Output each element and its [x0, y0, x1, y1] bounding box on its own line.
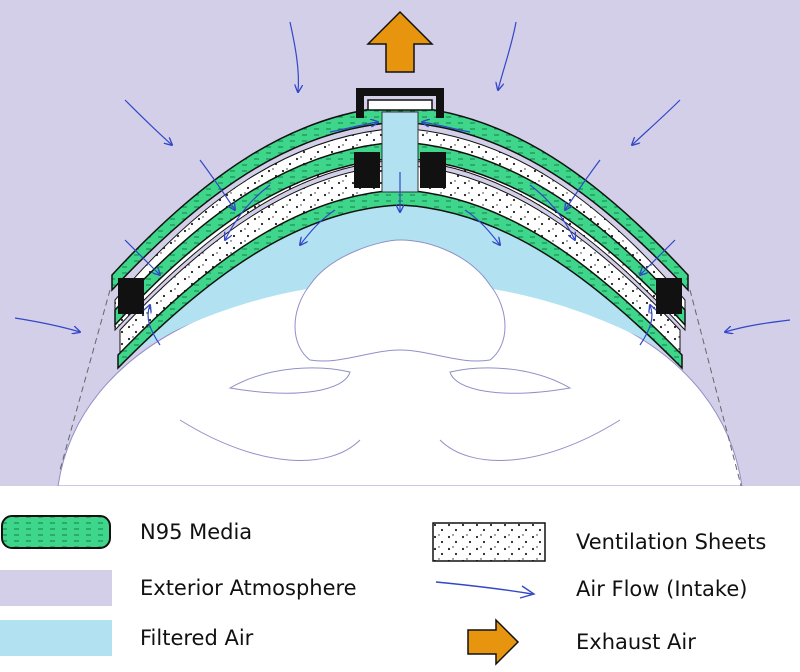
legend-item-exterior-atmosphere: Exterior Atmosphere [0, 570, 357, 606]
ventilation-sheets-swatch [432, 522, 546, 562]
intake-arrow-icon [148, 305, 161, 346]
left-spacer-block [118, 278, 144, 314]
legend-label-ventilation-sheets: Ventilation Sheets [576, 530, 767, 554]
left-cheek-line [179, 419, 361, 461]
intake-arrow-icon [225, 184, 271, 240]
intake-arrow-icon [435, 581, 533, 595]
intake-arrow-icon [565, 159, 601, 210]
intake-arrow-icon [300, 209, 336, 245]
filtered-air-swatch [0, 620, 112, 656]
air-flow-swatch [435, 581, 536, 599]
intake-arrow-icon [639, 305, 652, 346]
exhaust-air-swatch [467, 618, 520, 666]
intake-arrow-icon [289, 21, 298, 92]
right-cheek-line [439, 419, 621, 461]
mask-cross-section-diagram [0, 0, 800, 486]
exhaust-valve-flap [367, 99, 433, 111]
intake-arrow-icon [529, 184, 575, 240]
legend-label-air-flow: Air Flow (Intake) [576, 577, 748, 601]
intake-arrow-icon [124, 239, 160, 275]
intake-arrow-icon [632, 99, 681, 145]
intake-arrow-icon [14, 317, 80, 332]
n95-media-swatch [1, 515, 111, 549]
intake-arrows [14, 21, 791, 346]
ventilation-sheet-outer [114, 127, 686, 332]
legend-item-ventilation-sheets: Ventilation Sheets [432, 522, 766, 562]
exterior-atmosphere-swatch [0, 570, 112, 606]
legend: N95 Media Exterior Atmosphere Filtered A… [0, 486, 800, 672]
legend-item-filtered-air: Filtered Air [0, 620, 253, 656]
legend-label-exhaust-air: Exhaust Air [576, 630, 696, 654]
legend-item-exhaust-air: Exhaust Air [432, 618, 696, 666]
intake-arrow-icon [422, 122, 471, 133]
right-spacer-block [656, 278, 682, 314]
exhaust-arrow-icon [366, 10, 434, 73]
n95-layer-middle [114, 141, 686, 327]
n95-layer-outer [111, 105, 689, 292]
intake-arrow-icon [199, 159, 235, 210]
legend-label-n95-media: N95 Media [140, 520, 253, 544]
legend-label-filtered-air: Filtered Air [140, 626, 254, 650]
legend-label-exterior-atmosphere: Exterior Atmosphere [140, 576, 357, 600]
exhaust-arrow-icon [467, 618, 520, 666]
intake-arrow-icon [124, 99, 172, 145]
legend-item-n95-media: N95 Media [0, 514, 252, 550]
exhaust-valve-housing [356, 88, 444, 118]
intake-arrow-icon [329, 122, 378, 133]
valve-spacer-left [354, 152, 380, 188]
intake-arrow-icon [464, 209, 500, 245]
n95-layer-inner [117, 189, 683, 370]
intake-arrow-icon [498, 21, 517, 90]
left-strap-line [59, 289, 111, 471]
right-eye-outline [449, 367, 572, 394]
intake-arrow-icon [640, 239, 676, 275]
intake-arrow-icon [725, 319, 791, 332]
legend-item-air-flow: Air Flow (Intake) [432, 574, 747, 604]
left-eye-outline [228, 367, 351, 394]
valve-spacer-right [420, 152, 446, 188]
nose-outline [294, 239, 506, 362]
